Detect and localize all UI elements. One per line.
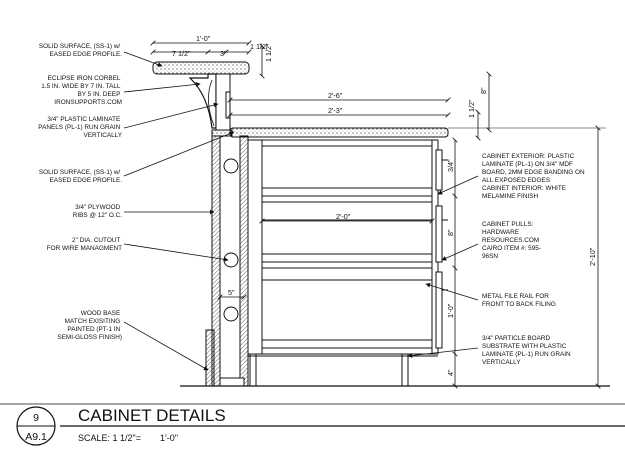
dim-file-drawer: 1'-0" xyxy=(446,303,455,318)
note-iron-corbel: ECLIPSE IRON CORBEL 1.5 IN. WIDE BY 7 IN… xyxy=(41,75,122,106)
drawers xyxy=(261,145,448,349)
dim-counter-2-3: 2'-3" xyxy=(328,106,343,115)
dimensions xyxy=(153,43,606,386)
dim-counter-2-6: 2'-6" xyxy=(328,91,343,100)
note-plywood-ribs: 3/4" PLYWOOD RIBS @ 12" O.C. xyxy=(73,204,122,219)
note-cabinet-exterior: CABINET EXTERIOR: PLASTIC LAMINATE (PL-1… xyxy=(482,153,586,200)
dim-counter-thick: 1 1/2" xyxy=(467,99,476,118)
dim-top-right: 1 1/2" xyxy=(250,42,269,51)
note-particle-board: 3/4" PARTICLE BOARD SUBSTRATE WITH PLAST… xyxy=(482,335,572,366)
leaders xyxy=(123,51,479,371)
dim-upper-height: 8" xyxy=(479,87,488,94)
note-metal-file-rail: METAL FILE RAIL FOR FRONT TO BACK FILING xyxy=(482,293,556,308)
dim-top-overhang: 7 1/2" xyxy=(172,49,191,58)
sheet-number: A9.1 xyxy=(25,431,47,443)
title-block: 9 A9.1 CABINET DETAILS SCALE: 1 1/2"= 1'… xyxy=(0,403,625,446)
drawing-title: CABINET DETAILS xyxy=(78,406,226,425)
leg-left xyxy=(249,353,257,387)
wire-cutout-1 xyxy=(223,158,239,174)
left-notes: SOLID SURFACE, (SS-1) w/ EASED EDGE PROF… xyxy=(38,43,122,341)
right-notes: CABINET EXTERIOR: PLASTIC LAMINATE (PL-1… xyxy=(482,153,586,366)
dimension-labels: 1'-0" 7 1/2" 3" 1 1/2" 1 1/2" 8" 2'-6" 2… xyxy=(172,34,597,376)
wire-cutout-3 xyxy=(223,306,239,322)
dim-overall-height: 2'-10" xyxy=(588,247,597,266)
leg-right xyxy=(401,353,409,387)
dim-rib-depth: 5" xyxy=(228,288,235,297)
dim-drawer-width: 2'-0" xyxy=(336,212,351,221)
detail-number: 9 xyxy=(33,412,39,424)
scale-value: 1'-0" xyxy=(160,433,178,443)
dim-top-overall: 1'-0" xyxy=(196,34,211,43)
note-cabinet-pulls: CABINET PULLS: HARDWARE RESOURCES.COM CA… xyxy=(482,221,543,260)
dim-top-gap: 3" xyxy=(220,49,227,58)
scale-label: SCALE: 1 1/2"= xyxy=(78,433,141,443)
counter-top xyxy=(229,127,449,138)
dim-mid-drawer: 8" xyxy=(446,229,455,236)
note-solid-surface-upper: SOLID SURFACE, (SS-1) w/ EASED EDGE PROF… xyxy=(39,43,122,58)
cabinet-box xyxy=(247,139,439,355)
note-wire-cutout: 2" DIA. CUTOUT FOR WIRE MANAGMENT xyxy=(47,237,122,252)
dim-base-height: 4" xyxy=(446,369,455,376)
note-plastic-laminate-panels: 3/4" PLASTIC LAMINATE PANELS (PL-1) RUN … xyxy=(38,116,122,139)
wood-base xyxy=(205,329,215,387)
cabinet-geometry xyxy=(152,61,610,387)
upper-solid-surface-top xyxy=(152,61,250,75)
note-wood-base: WOOD BASE MATCH EXISITING PAINTED (PT-1 … xyxy=(57,310,122,341)
dim-top-thick: 1 1/2" xyxy=(264,43,273,62)
dim-top-drawer: 3/4" xyxy=(446,159,455,172)
note-solid-surface-counter: SOLID SURFACE, (SS-1) w/ EASED EDGE PROF… xyxy=(39,169,122,184)
